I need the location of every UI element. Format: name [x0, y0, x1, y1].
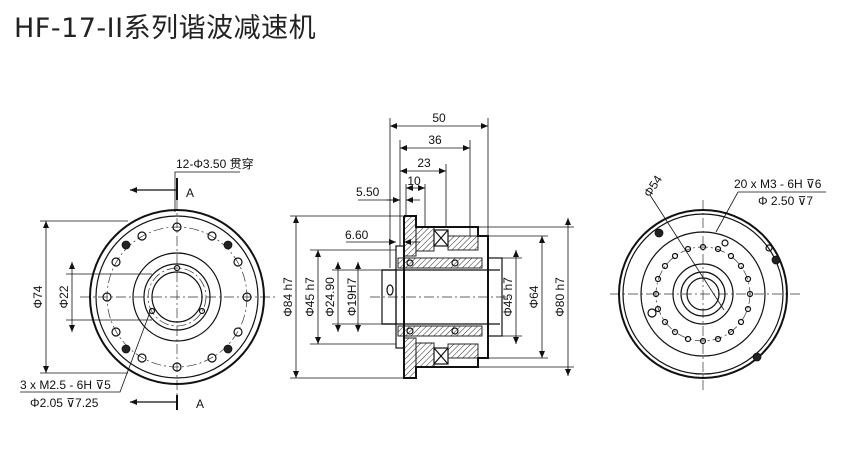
left-pin-hole — [121, 344, 131, 354]
dim-phi-19: Φ19H7 — [345, 278, 359, 317]
left-thread-hole — [173, 264, 181, 272]
dim-54-leader — [649, 194, 725, 311]
page-title: HF-17-II系列谐波减速机 — [14, 13, 317, 44]
left-pin-hole — [121, 240, 131, 250]
left-hub-circle — [132, 252, 222, 342]
right-outer-circle — [618, 209, 788, 379]
left-bore-inner — [151, 271, 203, 323]
left-thread-note-2: Φ2.05 ⊽7.25 — [30, 396, 99, 410]
dim-36: 36 — [428, 133, 442, 147]
right-tapped-large — [647, 308, 657, 318]
left-front-view: Φ74 Φ22 A A 12-Φ3.50 贯穿 3 x M2.5 - 6H ⊽5… — [20, 156, 278, 411]
right-hub-outer — [672, 263, 734, 325]
dim-phi-74: Φ74 — [31, 285, 45, 308]
left-thread-hole — [148, 307, 156, 315]
mid-bearing-top — [433, 229, 449, 247]
left-pin-hole — [223, 240, 233, 250]
dim-10: 10 — [407, 174, 421, 188]
mid-hatch-top-left — [403, 215, 417, 257]
left-outer-circle — [89, 209, 265, 385]
right-tapped-large — [721, 239, 729, 247]
mid-hatch-top — [415, 226, 435, 252]
dim-phi-84: Φ84 h7 — [281, 277, 295, 317]
mid-hatch-bottom-right — [447, 343, 479, 359]
dim-phi-54: Φ54 — [641, 173, 665, 200]
right-thread-note-2: Φ 2.50 ⊽7 — [758, 194, 813, 208]
section-mark-top: A — [186, 186, 194, 200]
dim-phi-80: Φ80 h7 — [553, 277, 567, 317]
right-pin-hole — [771, 255, 781, 265]
middle-section-view: 50 36 23 10 5.50 6.60 Φ84 h7 Φ45 h7 Φ24.… — [281, 111, 574, 379]
mid-ball — [406, 327, 414, 335]
left-through-holes — [102, 222, 252, 372]
dim-6-60: 6.60 — [345, 228, 369, 242]
right-thread-leader — [715, 191, 826, 233]
mid-hatch-flexspline-bottom — [397, 325, 483, 337]
right-outer-step — [622, 213, 784, 375]
mid-hatch-top-right — [447, 235, 479, 251]
right-back-view: Φ54 20 x M3 - 6H ⊽6 Φ 2.50 ⊽7 — [610, 173, 826, 390]
dim-50: 50 — [432, 111, 446, 125]
section-mark-bottom: A — [196, 397, 204, 411]
mid-keyway — [386, 284, 394, 296]
left-pin-hole — [223, 344, 233, 354]
right-bolt-circle — [655, 246, 751, 342]
mid-hatch-flexspline-top — [397, 257, 483, 269]
mid-ball — [451, 259, 459, 267]
left-thread-note-1: 3 x M2.5 - 6H ⊽5 — [20, 378, 111, 392]
left-outer-step-circle — [95, 215, 259, 379]
mid-hatch-bottom — [415, 342, 435, 368]
left-bore-outer — [143, 263, 211, 331]
dim-phi-24-90: Φ24.90 — [323, 277, 337, 317]
left-thread-hole — [198, 307, 206, 315]
right-inner-ring — [640, 231, 766, 357]
dim-phi-45-left: Φ45 h7 — [303, 277, 317, 317]
dim-23: 23 — [417, 156, 431, 170]
mid-hatch-bottom-left — [403, 337, 417, 379]
right-hub-mid — [680, 271, 726, 317]
right-thread-note-1: 20 x M3 - 6H ⊽6 — [734, 177, 822, 191]
dim-5-50: 5.50 — [356, 185, 380, 199]
mid-ball — [451, 327, 459, 335]
hole-note-leader — [174, 171, 240, 212]
right-tapped-holes — [652, 243, 754, 345]
right-tapped-large — [765, 244, 773, 252]
thread-note-leader — [20, 311, 151, 393]
mid-right-hub — [487, 257, 503, 337]
dim-phi-64: Φ64 — [527, 285, 541, 308]
left-thread-circle — [147, 267, 207, 327]
mid-bearing-bottom — [433, 347, 449, 365]
right-pin-hole — [654, 228, 664, 238]
right-pin-hole — [752, 352, 762, 362]
hole-note: 12-Φ3.50 贯穿 — [176, 156, 254, 171]
mid-ball — [406, 259, 414, 267]
dim-phi-22: Φ22 — [57, 285, 71, 308]
left-bolt-circle — [106, 226, 248, 368]
dim-phi-45-right: Φ45 h7 — [501, 277, 515, 317]
